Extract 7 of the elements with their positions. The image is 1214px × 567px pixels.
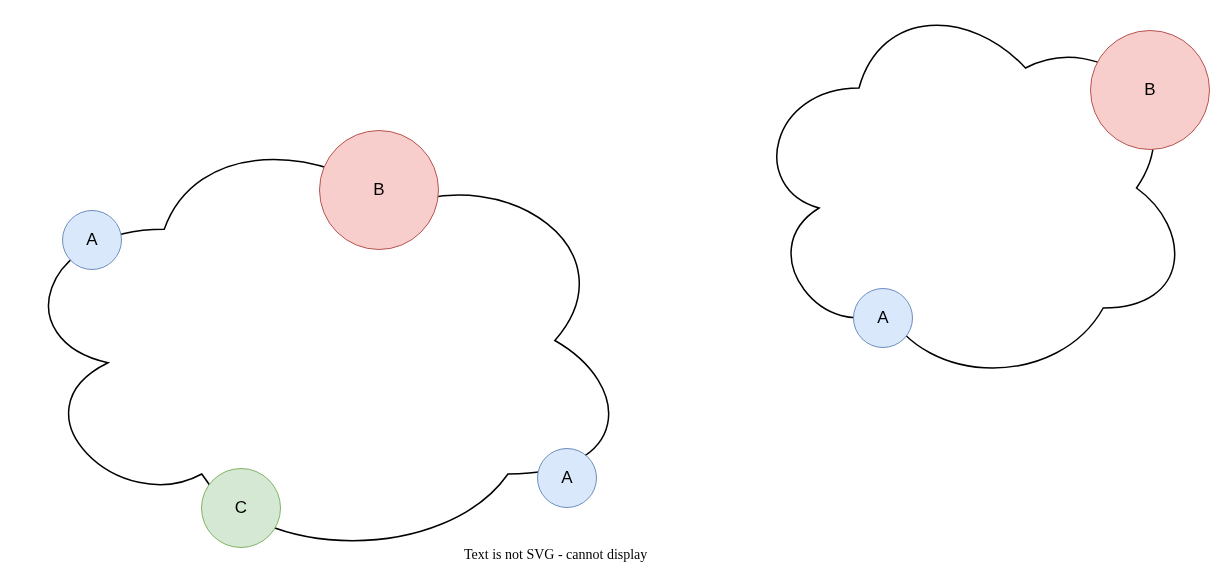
node-label: B xyxy=(373,179,385,202)
node-label: A xyxy=(86,229,98,252)
node-label: A xyxy=(561,467,573,490)
notice-text: Text is not SVG - cannot display xyxy=(464,546,648,564)
node-label: A xyxy=(877,307,889,330)
node-label: B xyxy=(1144,79,1156,102)
node-label: C xyxy=(234,497,248,520)
